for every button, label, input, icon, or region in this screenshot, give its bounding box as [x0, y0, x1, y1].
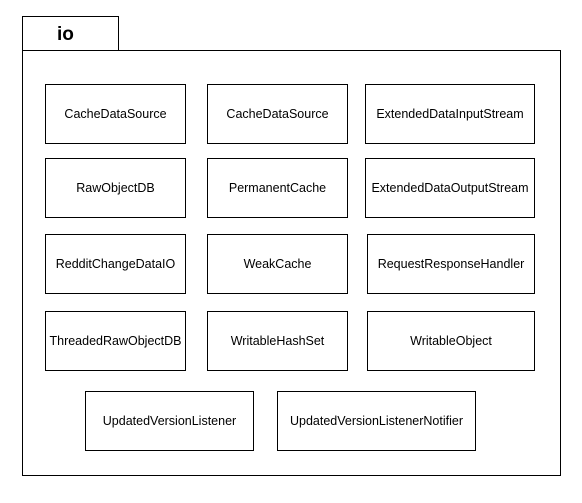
class-box-writable-object: WritableObject [367, 311, 535, 371]
class-box-reddit-change-data-io: RedditChangeDataIO [45, 234, 186, 294]
class-box-permanent-cache: PermanentCache [207, 158, 348, 218]
class-box-cache-data-source-1: CacheDataSource [45, 84, 186, 144]
class-box-raw-object-db: RawObjectDB [45, 158, 186, 218]
class-box-threaded-raw-object-db: ThreadedRawObjectDB [45, 311, 186, 371]
package-name: io [57, 24, 74, 45]
package-tab: io [22, 16, 119, 50]
class-box-weak-cache: WeakCache [207, 234, 348, 294]
class-box-extended-data-input-stream: ExtendedDataInputStream [365, 84, 535, 144]
class-box-cache-data-source-2: CacheDataSource [207, 84, 348, 144]
class-box-request-response-handler: RequestResponseHandler [367, 234, 535, 294]
class-box-writable-hash-set: WritableHashSet [207, 311, 348, 371]
class-box-extended-data-output-stream: ExtendedDataOutputStream [365, 158, 535, 218]
class-box-updated-version-listener-notifier: UpdatedVersionListenerNotifier [277, 391, 476, 451]
class-box-updated-version-listener: UpdatedVersionListener [85, 391, 254, 451]
